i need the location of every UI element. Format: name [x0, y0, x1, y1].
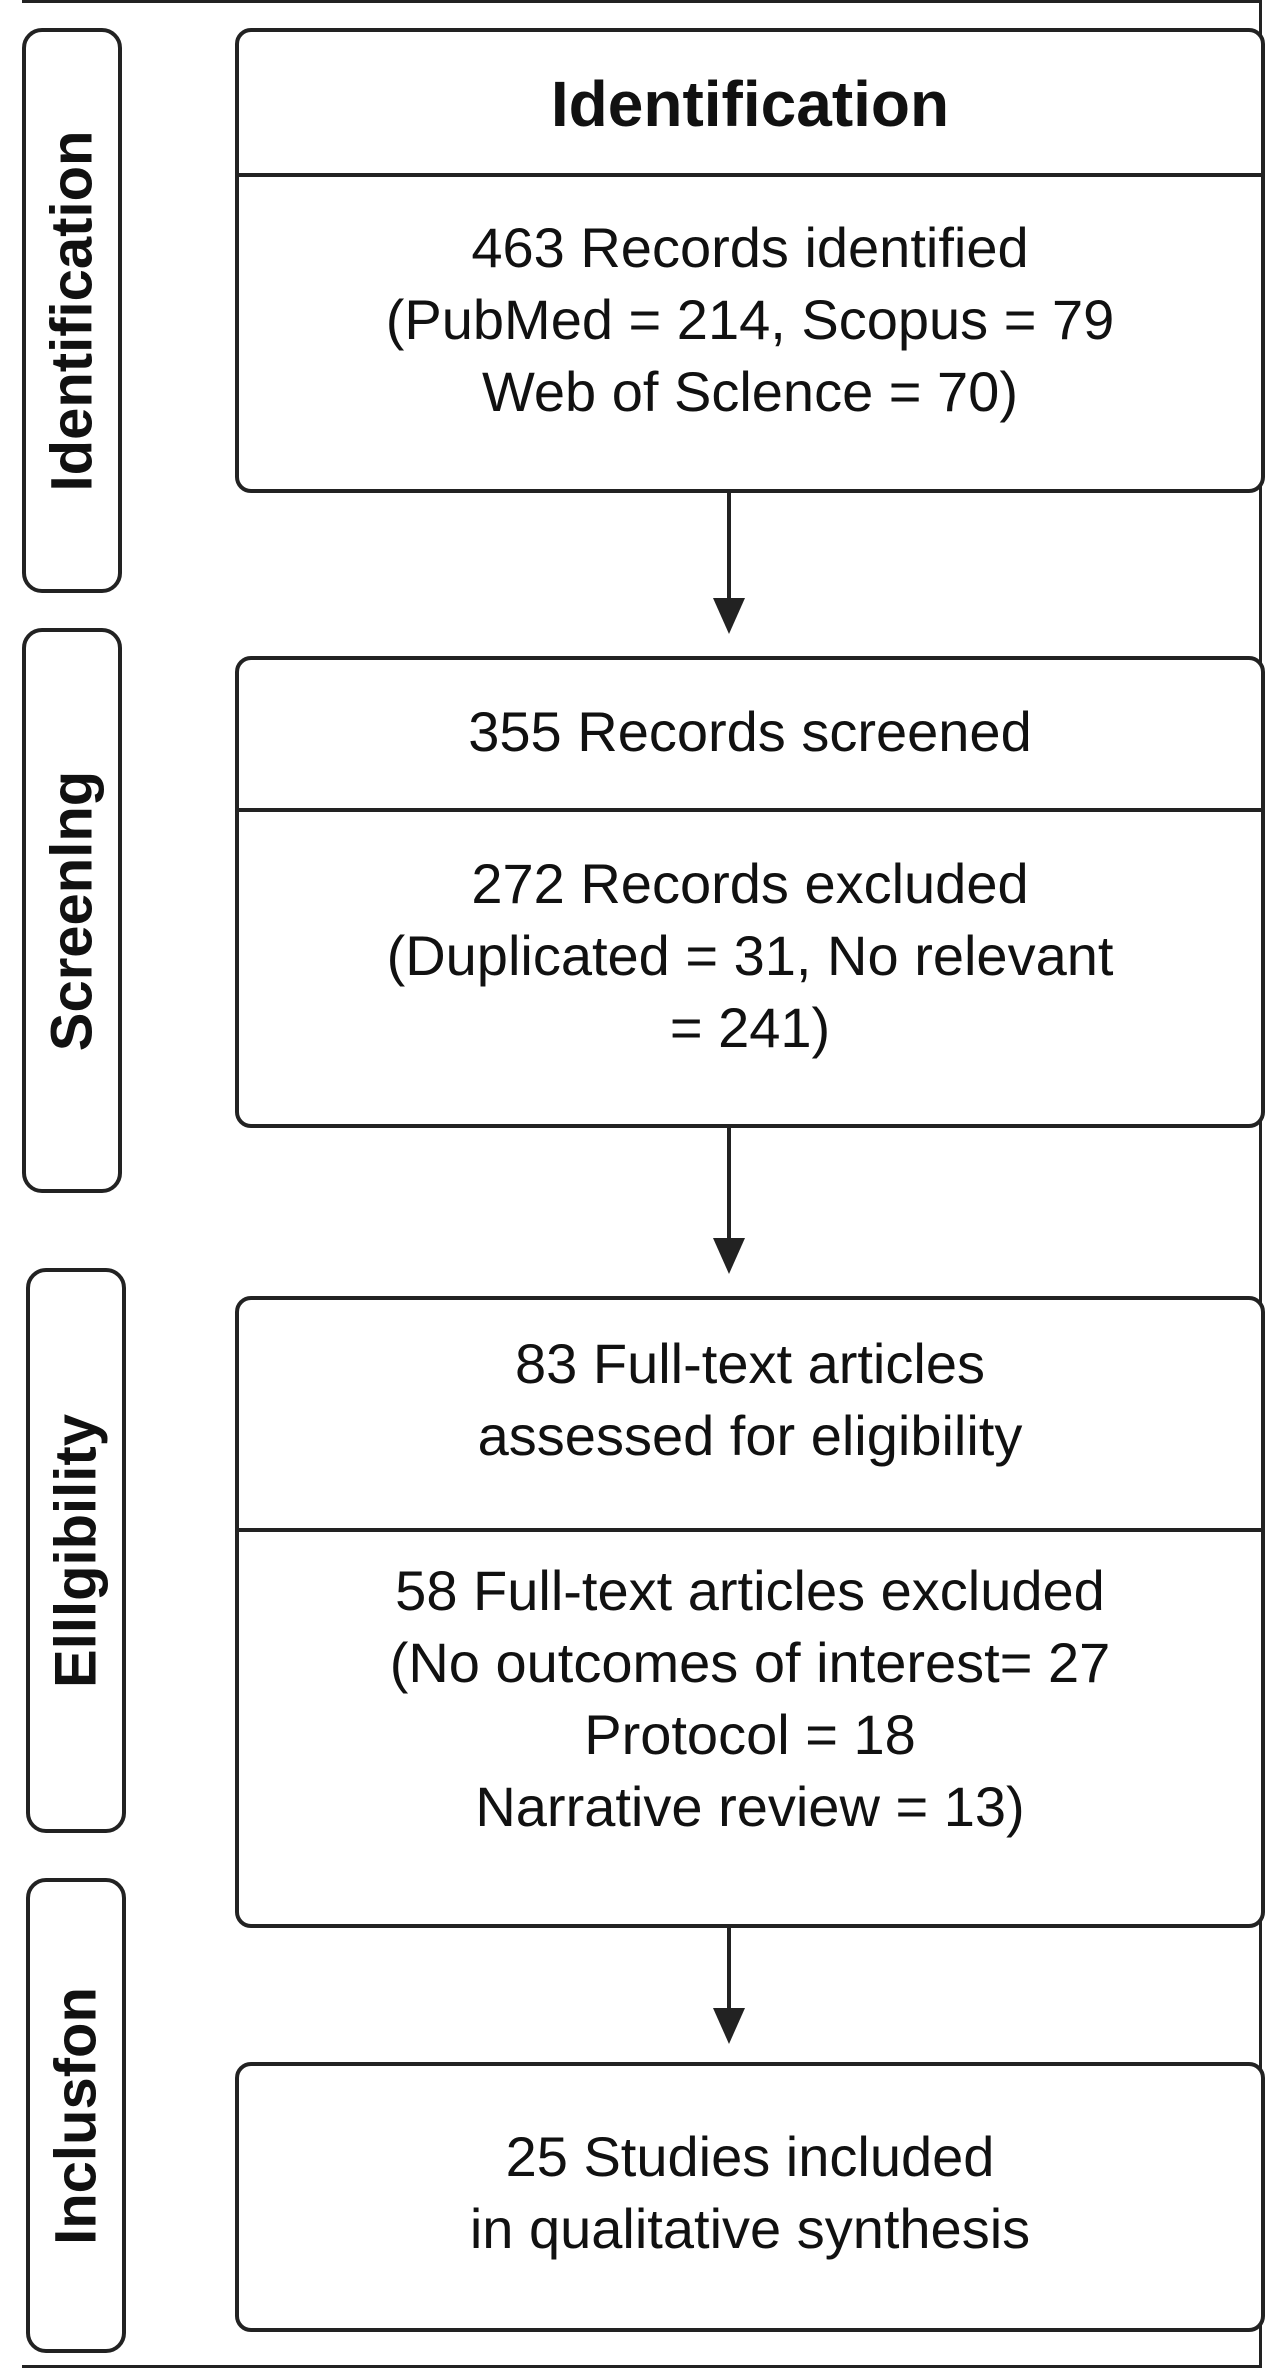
- inclusion-box: 25 Studies included in qualitative synth…: [235, 2062, 1265, 2332]
- eligibility-header: 83 Full-text articles assessed for eligi…: [239, 1328, 1261, 1472]
- stage-label-eligibility-text: Elllgibility: [43, 1413, 109, 1688]
- stage-label-screening: Screenlng: [22, 628, 122, 1193]
- eligibility-line-3: Protocol = 18: [584, 1703, 916, 1766]
- stage-label-identification: Identification: [22, 28, 122, 593]
- stage-label-inclusion: Inclusfon: [26, 1878, 126, 2353]
- eligibility-header-line-2: assessed for eligibility: [477, 1404, 1023, 1467]
- screening-header: 355 Records screened: [239, 696, 1261, 768]
- identification-line-3: Web of Sclence = 70): [482, 360, 1018, 423]
- inclusion-line-1: 25 Studies included: [505, 2125, 995, 2188]
- eligibility-divider: [239, 1528, 1261, 1532]
- stage-label-eligibility: Elllgibility: [26, 1268, 126, 1833]
- arrow-2-shaft: [727, 1128, 731, 1238]
- identification-line-1: 463 Records identified: [471, 216, 1029, 279]
- arrow-2-head: [713, 1238, 745, 1274]
- identification-divider: [239, 173, 1261, 177]
- eligibility-line-2: (No outcomes of interest= 27: [389, 1631, 1111, 1694]
- stage-label-inclusion-text: Inclusfon: [43, 1986, 109, 2245]
- inclusion-body: 25 Studies included in qualitative synth…: [239, 2121, 1261, 2265]
- eligibility-line-1: 58 Full-text articles excluded: [395, 1559, 1105, 1622]
- identification-header: Identification: [239, 68, 1261, 140]
- screening-line-2: (Duplicated = 31, No relevant: [386, 924, 1114, 987]
- inclusion-line-2: in qualitative synthesis: [469, 2197, 1031, 2260]
- screening-body: 272 Records excluded (Duplicated = 31, N…: [239, 848, 1261, 1064]
- identification-header-text: Identification: [550, 68, 950, 140]
- screening-line-1: 272 Records excluded: [471, 852, 1029, 915]
- eligibility-body: 58 Full-text articles excluded (No outco…: [239, 1555, 1261, 1843]
- identification-line-2: (PubMed = 214, Scopus = 79: [385, 288, 1115, 351]
- identification-box: Identification 463 Records identified (P…: [235, 28, 1265, 493]
- screening-header-text: 355 Records screened: [468, 700, 1032, 763]
- arrow-1-head: [713, 598, 745, 634]
- eligibility-line-4: Narrative review = 13): [475, 1775, 1025, 1838]
- arrow-1-shaft: [727, 493, 731, 598]
- eligibility-box: 83 Full-text articles assessed for eligi…: [235, 1296, 1265, 1928]
- stage-label-identification-text: Identification: [39, 130, 105, 491]
- stage-label-screening-text: Screenlng: [39, 770, 105, 1051]
- arrow-3-head: [713, 2008, 745, 2044]
- screening-divider: [239, 808, 1261, 812]
- arrow-3-shaft: [727, 1928, 731, 2008]
- eligibility-header-line-1: 83 Full-text articles: [515, 1332, 985, 1395]
- screening-line-3: = 241): [669, 996, 831, 1059]
- identification-body: 463 Records identified (PubMed = 214, Sc…: [239, 212, 1261, 428]
- screening-box: 355 Records screened 272 Records exclude…: [235, 656, 1265, 1128]
- prisma-flow-diagram: Identification Screenlng Elllgibility In…: [22, 0, 1265, 2368]
